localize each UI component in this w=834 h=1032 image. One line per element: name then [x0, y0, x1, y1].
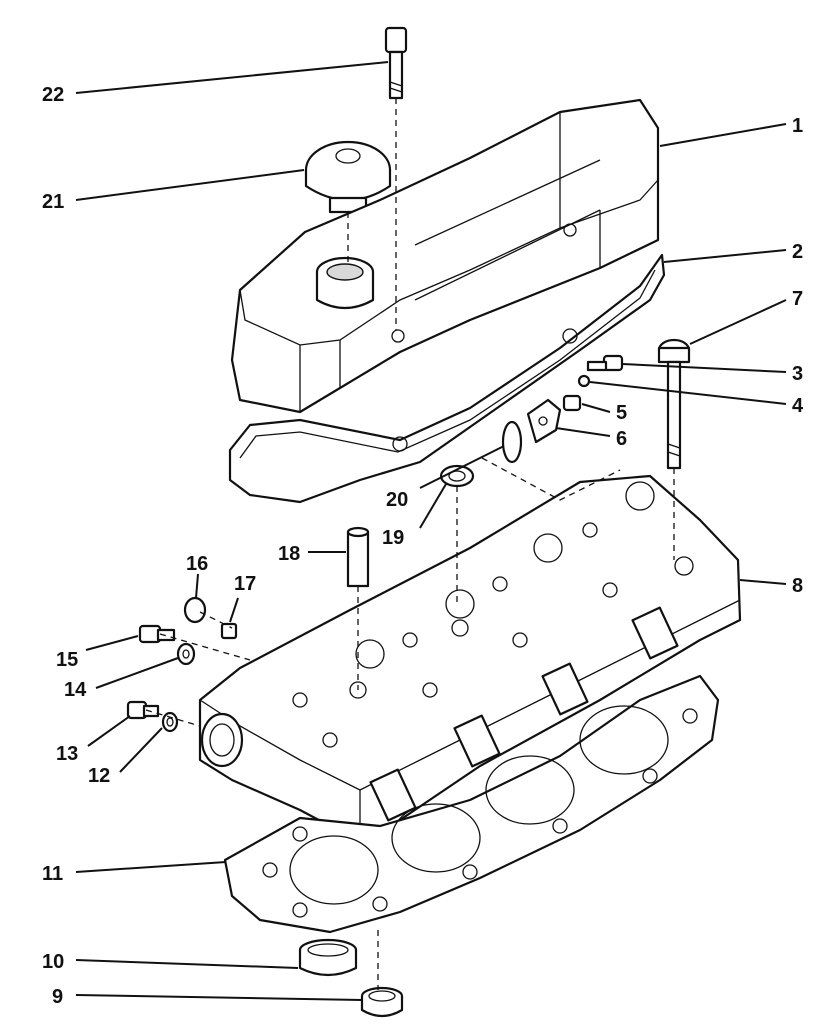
label-17: 17 — [234, 573, 256, 595]
part-15-plug-bolt — [138, 624, 176, 644]
label-13: 13 — [56, 743, 78, 765]
label-15: 15 — [56, 649, 78, 671]
part-10-plug — [298, 938, 358, 977]
part-7-bolt — [657, 338, 691, 470]
part-14-washer — [176, 642, 196, 666]
label-9: 9 — [52, 986, 63, 1008]
label-5: 5 — [616, 402, 627, 424]
part-22-bolt — [384, 26, 408, 100]
callout-labels: 22 21 1 2 7 3 4 5 6 8 20 19 18 16 17 15 … — [42, 84, 804, 1008]
part-17-screw — [220, 622, 238, 640]
part-13-plug-bolt — [126, 700, 160, 720]
label-8: 8 — [792, 575, 803, 597]
part-11-head-gasket — [223, 674, 720, 934]
part-20-gasket — [501, 420, 523, 464]
label-21: 21 — [42, 191, 64, 213]
label-16: 16 — [186, 553, 208, 575]
label-2: 2 — [792, 241, 803, 263]
assembly-centerlines — [145, 98, 675, 990]
part-21-filler-cap — [304, 140, 392, 214]
label-12: 12 — [88, 765, 110, 787]
part-16-plug — [183, 596, 207, 624]
part-4-washer — [577, 374, 591, 388]
leader-lines — [75, 61, 787, 1001]
part-2-cover-gasket — [228, 253, 666, 504]
part-3-screw — [586, 354, 624, 372]
label-20: 20 — [386, 489, 408, 511]
label-1: 1 — [792, 115, 803, 137]
label-4: 4 — [792, 395, 804, 417]
label-10: 10 — [42, 951, 64, 973]
label-6: 6 — [616, 428, 627, 450]
label-14: 14 — [64, 679, 87, 701]
label-18: 18 — [278, 543, 300, 565]
label-7: 7 — [792, 288, 803, 310]
label-3: 3 — [792, 363, 803, 385]
part-5-nut — [562, 394, 582, 412]
label-22: 22 — [42, 84, 64, 106]
part-6-plate — [526, 398, 562, 444]
part-1-rocker-cover — [230, 98, 660, 414]
part-8-cylinder-head — [198, 474, 742, 844]
part-18-sleeve — [346, 526, 370, 588]
label-19: 19 — [382, 527, 404, 549]
part-12-washer — [161, 711, 179, 733]
part-9-plug — [360, 986, 404, 1018]
label-11: 11 — [42, 863, 63, 885]
